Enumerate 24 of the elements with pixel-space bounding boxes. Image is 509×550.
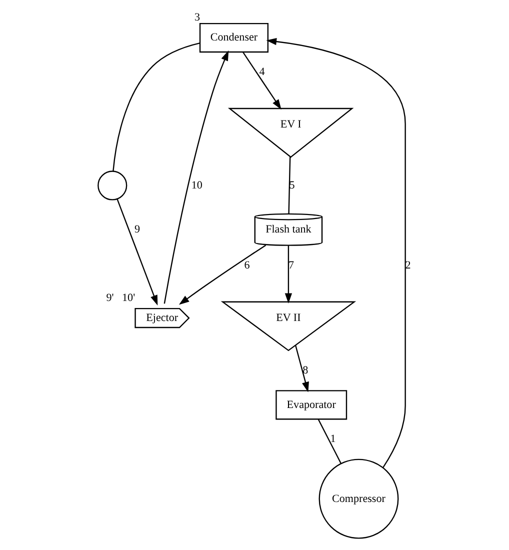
node-circle: Compressor [318, 458, 399, 539]
connector [288, 156, 291, 214]
arrow [116, 198, 158, 306]
arrow [295, 345, 309, 392]
edge-label: 6 [244, 259, 250, 272]
edge-label: 8 [302, 364, 308, 376]
node-box: Condenser [199, 23, 269, 53]
node-label: 3 [194, 12, 200, 24]
arrow [284, 246, 292, 304]
edge-label: 4 [259, 66, 265, 78]
arrow [178, 244, 266, 305]
edge-label: 10 [191, 179, 202, 192]
arrow [164, 50, 229, 304]
edge-label: 5 [289, 179, 295, 192]
node-label: 9' 10' [106, 292, 136, 304]
connector [318, 418, 342, 464]
edge-label: 1 [330, 433, 336, 446]
edge-label: 7 [288, 259, 294, 272]
arrow [266, 38, 406, 468]
node-circle [98, 170, 128, 200]
node-box: Evaporator [276, 390, 348, 420]
connector [112, 42, 200, 171]
edge-label: 9 [134, 224, 140, 236]
arrow [242, 52, 282, 110]
